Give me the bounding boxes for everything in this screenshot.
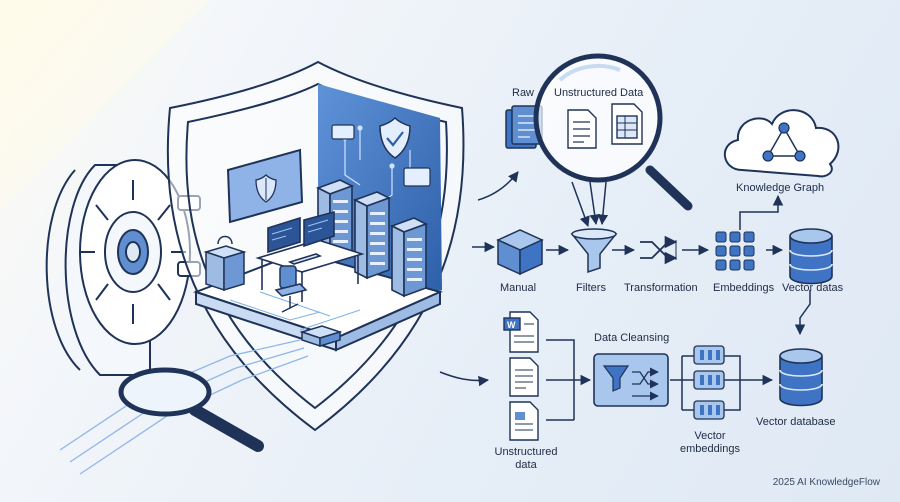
flow-arrows bbox=[439, 171, 811, 421]
monitor-icon bbox=[226, 148, 304, 224]
cloud-graph-icon bbox=[723, 109, 840, 178]
label-data-cleansing: Data Cleansing bbox=[594, 332, 670, 344]
database-icon bbox=[789, 228, 833, 285]
vault-door-icon bbox=[45, 159, 201, 376]
chair-icon bbox=[274, 265, 308, 313]
label-embeddings: Embeddings bbox=[713, 282, 775, 294]
cleansing-box-icon bbox=[593, 353, 669, 407]
magnifier-icon bbox=[533, 53, 693, 211]
magnifier-icon bbox=[118, 367, 264, 452]
code-lines bbox=[271, 219, 329, 241]
label-knowledge-graph: Knowledge Graph bbox=[736, 182, 825, 194]
light-glow bbox=[0, 0, 210, 210]
label-transformation: Transformation bbox=[624, 282, 698, 294]
document-icon bbox=[567, 103, 643, 149]
label-vector-database: Vector database bbox=[756, 416, 836, 428]
document-icon bbox=[509, 401, 539, 441]
document-icon bbox=[509, 357, 539, 397]
cube-icon bbox=[496, 229, 544, 276]
chat-icon bbox=[331, 124, 355, 140]
funnel-icon bbox=[570, 228, 618, 274]
router-icon bbox=[299, 325, 343, 348]
label-vector-embeddings: Vector embeddings bbox=[680, 430, 740, 455]
label-filters: Filters bbox=[576, 282, 606, 294]
label-raw: Raw bbox=[512, 87, 535, 99]
vector-block-icon bbox=[693, 345, 725, 420]
svg-text:W: W bbox=[507, 320, 516, 330]
folder-icon bbox=[403, 167, 431, 187]
word-document-icon: W bbox=[503, 311, 539, 353]
credit-text: 2025 AI KnowledgeFlow bbox=[772, 477, 880, 488]
lock-icon bbox=[203, 235, 247, 292]
embedding-grid-icon bbox=[715, 231, 755, 271]
server-slots bbox=[333, 200, 422, 281]
check-shield-icon bbox=[379, 116, 411, 159]
floor-circuit bbox=[229, 291, 361, 331]
label-unstructured-data: Unstructured Data bbox=[554, 87, 644, 99]
label-manual: Manual bbox=[500, 282, 537, 294]
floor-platform bbox=[193, 250, 443, 352]
database-icon bbox=[779, 348, 823, 407]
label-unstructured-data-bottom: Unstructured data bbox=[494, 446, 558, 471]
document-icon bbox=[505, 105, 543, 149]
label-vector-datas: Vector datas bbox=[782, 282, 844, 294]
shuffle-icon bbox=[640, 235, 678, 265]
